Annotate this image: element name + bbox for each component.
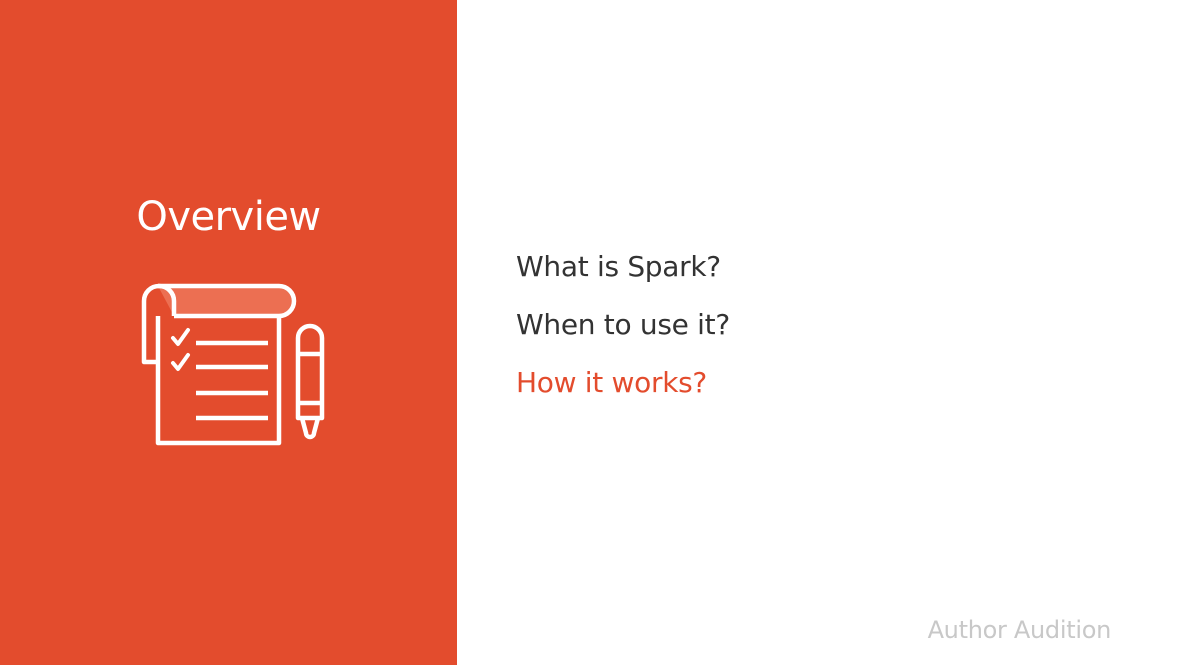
scroll-top-outline xyxy=(158,283,297,319)
paper-body xyxy=(155,316,282,446)
agenda-item-what-is-spark: What is Spark? xyxy=(516,250,721,283)
overview-panel: Overview xyxy=(0,0,457,665)
scroll-band xyxy=(158,286,294,316)
agenda-item-when-to-use: When to use it? xyxy=(516,308,730,341)
agenda-list: What is Spark? When to use it? How it wo… xyxy=(516,250,730,424)
checklist-with-pen-icon xyxy=(141,283,325,446)
panel-title: Overview xyxy=(136,194,321,240)
pen xyxy=(295,323,325,440)
check-mark-1 xyxy=(171,328,190,346)
scroll-curl xyxy=(141,283,177,365)
check-mark-2 xyxy=(171,353,190,371)
footer-label: Author Audition xyxy=(927,616,1112,644)
agenda-item-how-it-works: How it works? xyxy=(516,366,707,399)
